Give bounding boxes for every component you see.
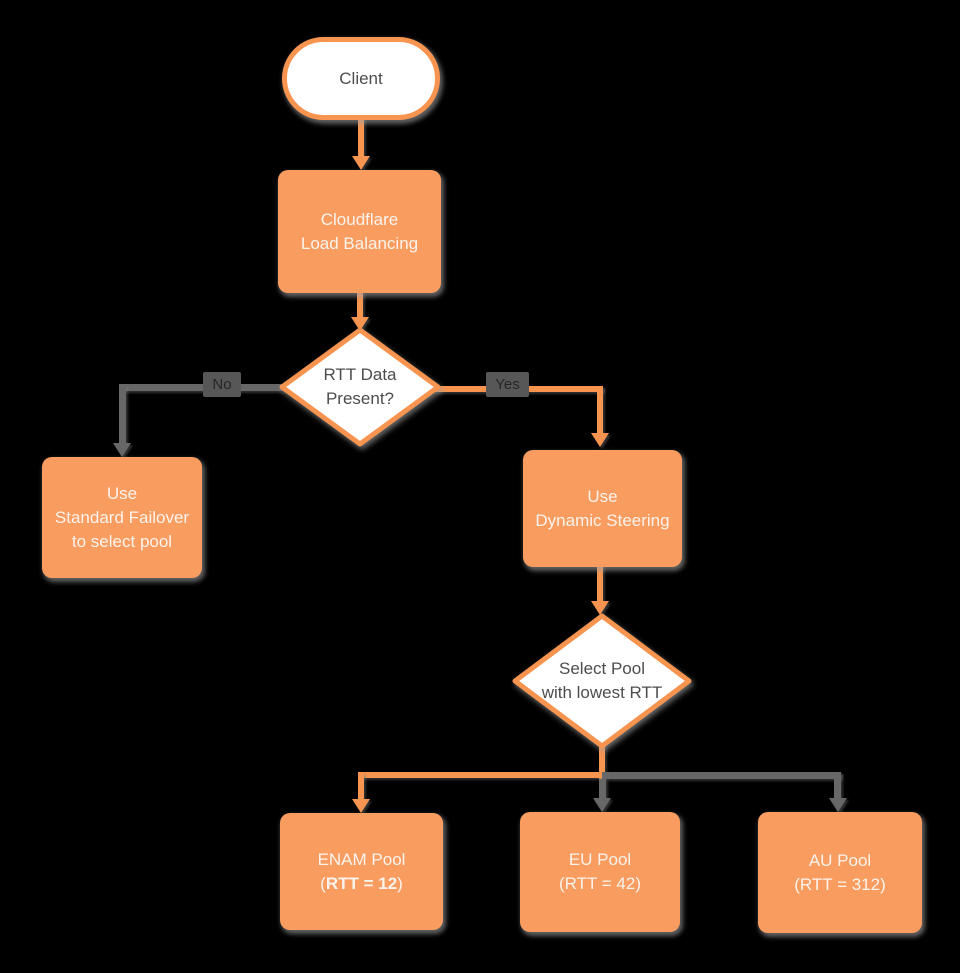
edge-label-yes: Yes	[486, 372, 529, 397]
node-eu-pool-label: EU Pool	[568, 850, 632, 869]
node-standard-failover: Use Standard Failover to select pool	[42, 457, 202, 578]
edge-branch-left-vertical	[358, 772, 364, 801]
node-eu-pool-rtt: (RTT = 42)	[558, 874, 642, 893]
edge-lb-to-rtt-decision	[357, 291, 363, 319]
edge-branch-right-vertical	[834, 772, 841, 800]
node-rtt-present-decision: RTT Data Present?	[278, 326, 442, 448]
edge-steering-to-select-decision	[597, 565, 603, 602]
edge-select-decision-stem	[599, 744, 605, 779]
node-client-label: Client	[339, 68, 383, 88]
node-au-pool: AU Pool (RTT = 312)	[758, 812, 922, 933]
node-load-balancing-label: Cloudflare	[320, 209, 399, 229]
arrowhead-eu-icon	[593, 798, 611, 812]
node-enam-pool: ENAM Pool (RTT = 12)	[280, 813, 443, 930]
node-load-balancing: Cloudflare Load Balancing	[278, 170, 441, 293]
arrowhead-enam-icon	[352, 799, 370, 813]
node-rtt-present-label: RTT Data Present?	[323, 365, 397, 408]
arrowhead-client-to-lb-icon	[352, 156, 370, 170]
node-dynamic-steering-label: Use	[587, 486, 618, 506]
arrowhead-steering-to-select-decision-icon	[591, 601, 609, 615]
node-enam-pool-label: ENAM Pool	[317, 849, 406, 869]
edge-branch-right-horizontal	[602, 772, 841, 779]
node-enam-pool-rtt: (RTT = 12)	[320, 873, 403, 893]
diamond-shape	[512, 613, 692, 749]
arrowhead-no-icon	[113, 443, 131, 457]
edge-branch-mid-vertical	[599, 779, 606, 800]
arrowhead-au-icon	[829, 798, 847, 812]
node-select-pool-label: Select Pool with lowest RTT	[541, 659, 663, 702]
node-select-pool-decision: Select Pool with lowest RTT	[511, 612, 693, 750]
edge-client-to-lb	[358, 116, 364, 158]
node-standard-failover-label: Use	[106, 483, 138, 503]
node-eu-pool: EU Pool (RTT = 42)	[520, 812, 680, 932]
node-au-pool-rtt: (RTT = 312)	[794, 874, 886, 894]
edge-yes-vertical	[597, 386, 603, 434]
edge-branch-left-horizontal	[358, 772, 602, 778]
node-dynamic-steering: Use Dynamic Steering	[523, 450, 682, 567]
diamond-shape	[279, 327, 441, 447]
edge-no-vertical	[119, 384, 126, 443]
arrowhead-yes-icon	[591, 433, 609, 447]
arrowhead-lb-to-rtt-decision-icon	[351, 317, 369, 331]
edge-label-no: No	[203, 372, 241, 397]
node-au-pool-label: AU Pool	[808, 850, 872, 870]
node-client: Client	[282, 37, 440, 120]
